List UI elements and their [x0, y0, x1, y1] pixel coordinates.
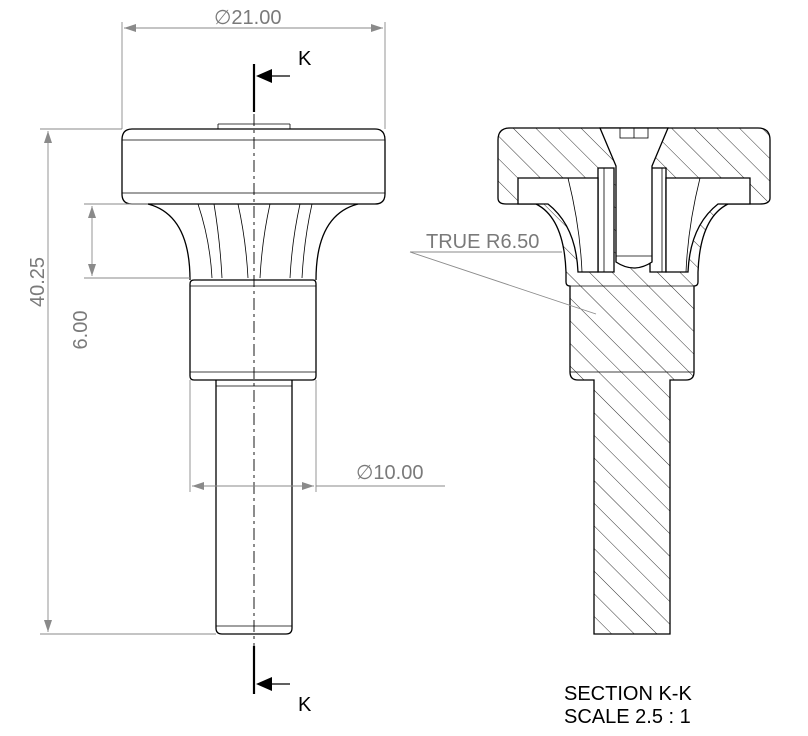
section-view: TRUE R6.50	[409, 127, 771, 635]
overall-height-dim: 40.25	[27, 257, 49, 307]
cut-label-bottom: K	[298, 694, 312, 716]
section-arrow-bottom	[252, 646, 290, 694]
section-title: SECTION K-K	[564, 683, 692, 705]
flare-right	[315, 203, 359, 281]
dimensions: ∅21.00 40.25 6.00 ∅10.00	[27, 7, 445, 635]
section-scale: SCALE 2.5 : 1	[564, 706, 691, 728]
fillet-leader	[409, 251, 597, 315]
head-diameter-dim: ∅21.00	[214, 7, 281, 29]
cut-label-top: K	[298, 48, 312, 70]
section-arrow-top	[252, 64, 290, 112]
head-recess	[517, 177, 599, 273]
front-view: K K	[121, 48, 386, 716]
shaft-outline	[215, 380, 293, 635]
screw-cavity	[599, 127, 669, 269]
head-outline	[121, 128, 386, 205]
flare-left	[147, 203, 191, 281]
collar-outline	[189, 279, 317, 381]
collar-height-dim: 6.00	[70, 311, 92, 350]
fillet-note: TRUE R6.50	[426, 231, 539, 253]
shaft-diameter-dim: ∅10.00	[356, 462, 423, 484]
